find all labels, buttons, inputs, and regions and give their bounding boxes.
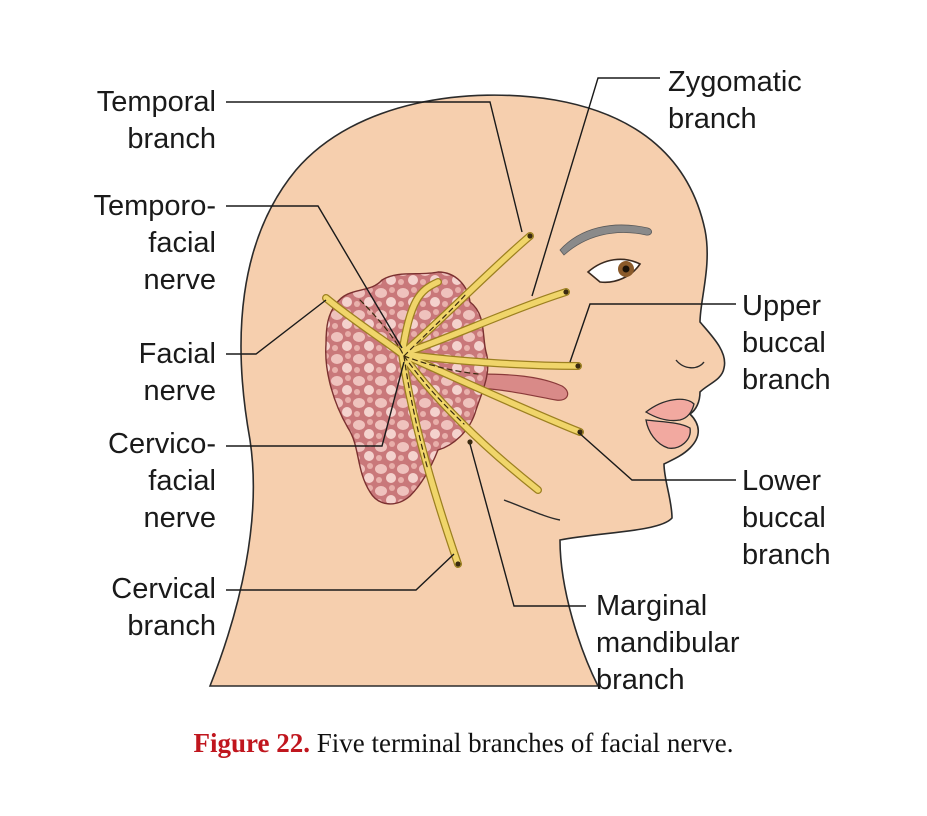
nerve-branches [322,232,584,568]
label-facial-nerve: Facial nerve [138,338,216,407]
label-upper-buccal-branch: Upper buccal branch [742,290,831,396]
leader-marginal [469,443,586,607]
label-cervical-branch: Cervical branch [111,573,216,642]
jaw-line [503,499,561,521]
leader-lower-buccal [577,431,736,481]
label-cervicofacial-nerve: Cervico- facial nerve [108,428,216,534]
upper-lip [644,398,695,422]
nostril [675,359,705,369]
leader-temporofacial [226,205,403,349]
label-zygomatic-branch: Zygomatic branch [668,66,802,135]
pupil [622,265,630,273]
label-temporal-branch: Temporal branch [96,86,216,155]
leader-lines [226,77,736,607]
leader-zygomatic [531,77,660,297]
leader-upper-buccal [569,303,736,363]
figure-caption: Figure 22. Five terminal branches of fac… [0,728,927,759]
label-temporofacial-nerve: Temporo- facial nerve [93,190,217,296]
leader-facial [226,299,327,355]
label-marginal-mandibular-branch: Marginal mandibular branch [596,590,740,696]
leader-cervicofacial [226,361,405,447]
leader-cervical [226,553,455,591]
label-lower-buccal-branch: Lower buccal branch [742,465,831,571]
figure-caption-text: Five terminal branches of facial nerve. [309,728,734,758]
parotid-duct [479,373,569,401]
leader-temporal [226,101,523,233]
eyebrow [559,224,652,256]
lower-lip [645,419,691,449]
figure-number: Figure 22. [193,728,310,758]
